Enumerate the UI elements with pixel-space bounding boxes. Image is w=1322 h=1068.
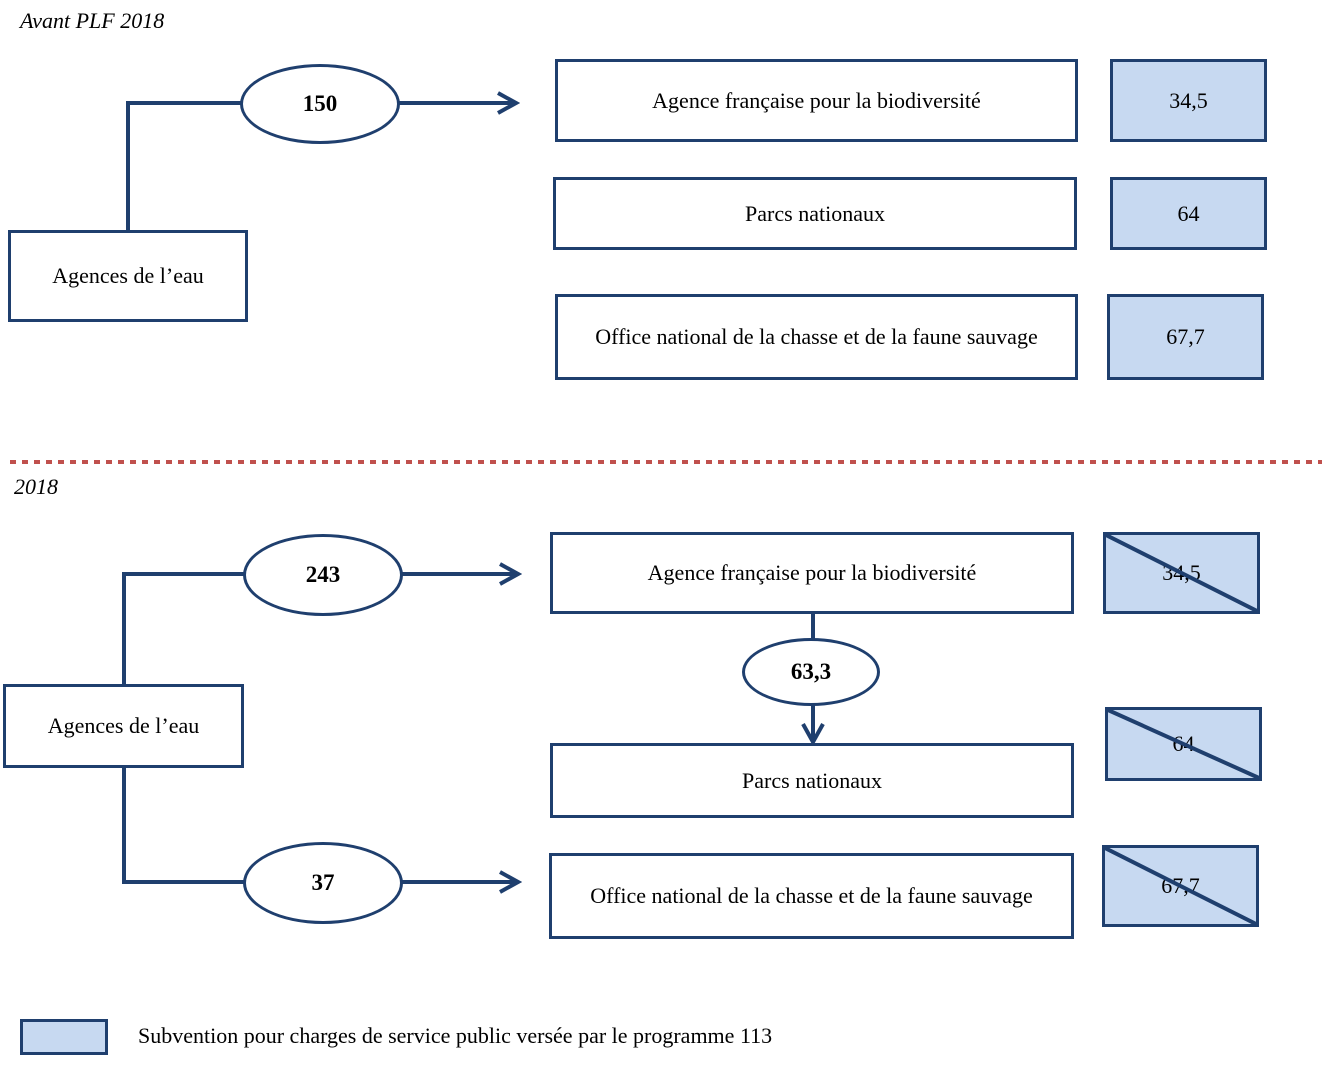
before-flow-amount: 150 — [302, 91, 338, 116]
section-label-after: 2018 — [14, 474, 58, 499]
after-flow-parcs-amount: 63,3 — [790, 659, 832, 684]
legend-swatch — [20, 1019, 108, 1055]
after-target-parcs: Parcs nationaux — [550, 743, 1074, 818]
before-subsidy-parcs: 64 — [1110, 177, 1267, 250]
before-target-afb-label: Agence française pour la biodiversité — [652, 87, 981, 113]
after-target-parcs-label: Parcs nationaux — [742, 767, 882, 793]
after-flow-oval-parcs: 63,3 — [742, 638, 880, 706]
after-flow-oval-oncfs: 37 — [243, 842, 403, 924]
before-subsidy-afb: 34,5 — [1110, 59, 1267, 142]
after-subsidy-parcs-struck: 64 — [1105, 707, 1262, 781]
after-target-afb: Agence française pour la biodiversité — [550, 532, 1074, 614]
before-target-oncfs-label: Office national de la chasse et de la fa… — [595, 324, 1038, 349]
before-subsidy-oncfs: 67,7 — [1107, 294, 1264, 380]
before-target-parcs: Parcs nationaux — [553, 177, 1077, 250]
after-target-oncfs: Office national de la chasse et de la fa… — [549, 853, 1074, 939]
legend-text: Subvention pour charges de service publi… — [138, 1023, 773, 1048]
strike-through-mark — [1108, 710, 1259, 778]
before-subsidy-parcs-value: 64 — [1177, 200, 1200, 226]
before-target-parcs-label: Parcs nationaux — [745, 200, 885, 226]
before-target-oncfs: Office national de la chasse et de la fa… — [555, 294, 1078, 380]
after-target-oncfs-label: Office national de la chasse et de la fa… — [590, 883, 1033, 908]
before-subsidy-oncfs-value: 67,7 — [1166, 324, 1205, 349]
after-subsidy-oncfs-struck: 67,7 — [1102, 845, 1259, 927]
section-label-before: Avant PLF 2018 — [20, 8, 165, 33]
after-subsidy-afb-struck: 34,5 — [1103, 532, 1260, 614]
after-source-agences-eau: Agences de l’eau — [3, 684, 244, 768]
after-flow-afb-amount: 243 — [305, 562, 341, 587]
after-connector-line-bottom — [122, 768, 245, 884]
strike-through-mark — [1105, 848, 1256, 924]
after-target-afb-label: Agence française pour la biodiversité — [647, 560, 977, 585]
strike-through-mark — [1106, 535, 1257, 611]
after-connector-line-top — [122, 572, 245, 684]
after-flow-oncfs-amount: 37 — [311, 870, 335, 895]
after-source-label: Agences de l’eau — [47, 713, 200, 738]
before-source-label: Agences de l’eau — [52, 263, 204, 288]
before-target-afb: Agence française pour la biodiversité — [555, 59, 1078, 142]
before-flow-oval: 150 — [240, 64, 400, 144]
before-subsidy-afb-value: 34,5 — [1169, 87, 1208, 113]
before-connector-line — [126, 101, 242, 230]
after-flow-oval-afb: 243 — [243, 534, 403, 616]
before-source-agences-eau: Agences de l’eau — [8, 230, 248, 322]
